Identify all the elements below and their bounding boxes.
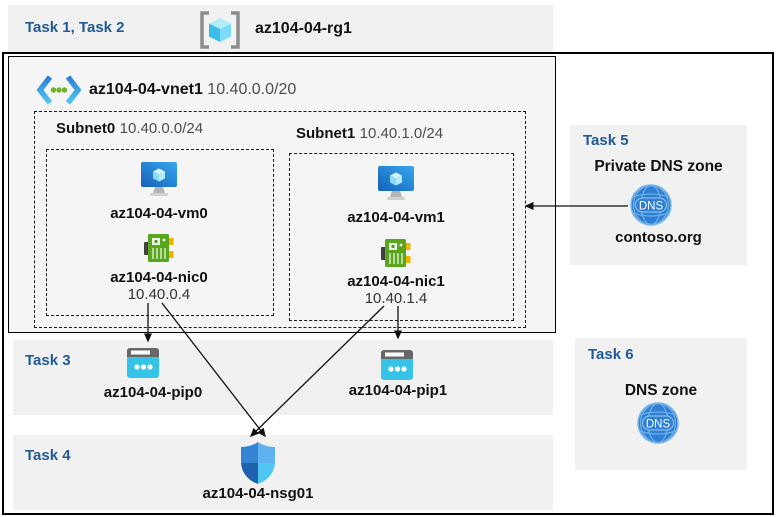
- task1-2-band: Task 1, Task 2 az104-04-rg1: [8, 5, 553, 53]
- vm1-label: az104-04-vm1: [347, 209, 445, 226]
- task6-box: Task 6 DNS zone DNS: [575, 338, 747, 470]
- subnet0-name: Subnet0: [56, 120, 116, 137]
- vnet-name: az104-04-vnet1: [89, 81, 203, 98]
- subnet0-title: Subnet0 10.40.0.0/24: [56, 120, 203, 138]
- vm0-label: az104-04-vm0: [110, 205, 208, 222]
- subnet1-dashed-box: [289, 153, 514, 321]
- task5-box: Task 5 Private DNS zone DNS contoso.org: [570, 125, 747, 265]
- nsg-shield-icon: [239, 441, 277, 485]
- resource-group-icon: [198, 10, 242, 50]
- vnet-cidr: 10.40.0.0/20: [207, 81, 297, 98]
- nic0-label: az104-04-nic0: [110, 269, 208, 286]
- nic0-icon: [144, 232, 174, 264]
- dns-zone-heading: DNS zone: [624, 382, 698, 399]
- task4-title: Task 4: [25, 447, 71, 464]
- dns-zone-icon: DNS: [637, 402, 679, 444]
- task6-title: Task 6: [588, 346, 634, 363]
- private-dns-icon-text: DNS: [639, 201, 664, 213]
- private-dns-zone-heading: Private DNS zone: [594, 158, 723, 175]
- pip0-label: az104-04-pip0: [103, 384, 203, 401]
- task5-title: Task 5: [583, 132, 629, 149]
- vm0-icon: [138, 159, 180, 201]
- private-dns-zone-name: contoso.org: [615, 229, 702, 246]
- vm1-icon: [375, 163, 417, 205]
- task3-title: Task 3: [25, 352, 71, 369]
- pip1-icon: [380, 348, 414, 382]
- subnet0-cidr: 10.40.0.0/24: [119, 120, 204, 137]
- subnet1-cidr: 10.40.1.0/24: [359, 125, 444, 142]
- task4-band: Task 4 az104-04-nsg01: [13, 435, 553, 510]
- nic1-icon: [381, 237, 411, 269]
- pip0-icon: [126, 346, 160, 380]
- virtual-network-icon: [37, 74, 81, 106]
- subnet1-name: Subnet1: [296, 125, 356, 142]
- dns-zone-icon-text: DNS: [646, 419, 671, 431]
- nic0-ip: 10.40.0.4: [127, 286, 191, 303]
- nsg-label: az104-04-nsg01: [202, 485, 314, 502]
- resource-group-label: az104-04-rg1: [255, 20, 352, 37]
- nic1-ip: 10.40.1.4: [364, 290, 428, 307]
- subnet1-title: Subnet1 10.40.1.0/24: [296, 125, 443, 143]
- subnet0-dashed-box: [46, 149, 274, 316]
- vnet-title: az104-04-vnet1 10.40.0.0/20: [89, 81, 296, 99]
- task1-2-title: Task 1, Task 2: [25, 19, 125, 36]
- vnet-box: az104-04-vnet1 10.40.0.0/20 Subnet0 10.4…: [8, 56, 556, 333]
- pip1-label: az104-04-pip1: [348, 382, 448, 399]
- task3-band: Task 3 az104-04-pip0: [13, 340, 553, 415]
- diagram-frame: [2, 52, 774, 515]
- nic1-label: az104-04-nic1: [347, 273, 445, 290]
- private-dns-icon: DNS: [630, 184, 672, 226]
